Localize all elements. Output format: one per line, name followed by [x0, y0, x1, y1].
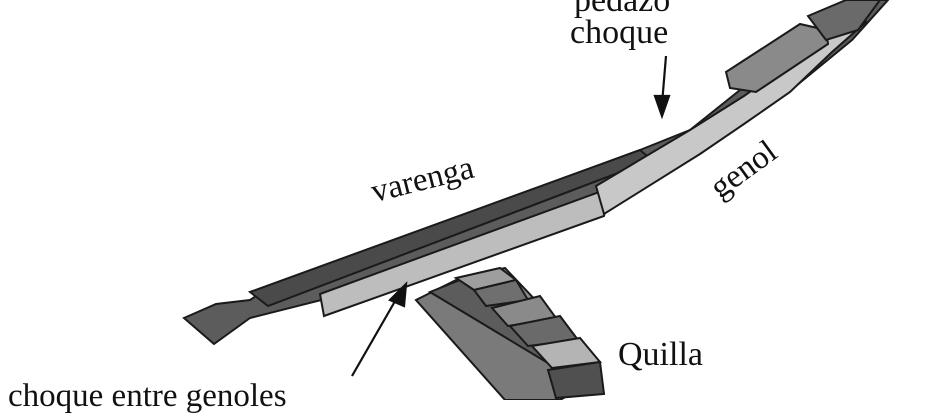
top-partial-label: pedazo: [574, 0, 671, 19]
bottom-arrow: [351, 295, 399, 377]
choque-arrowhead: [653, 94, 671, 120]
choque-entre-genoles-label: choque entre genoles: [8, 378, 287, 414]
varenga-timber: [182, 0, 890, 346]
ship-frame-diagram: [182, 0, 890, 400]
bottom-arrowhead: [388, 281, 408, 308]
genol-timber: [594, 0, 882, 216]
label-arrows: [351, 55, 671, 377]
choque-label: choque: [570, 14, 669, 51]
quilla-label: Quilla: [618, 336, 703, 373]
keel-timber: [414, 266, 606, 400]
